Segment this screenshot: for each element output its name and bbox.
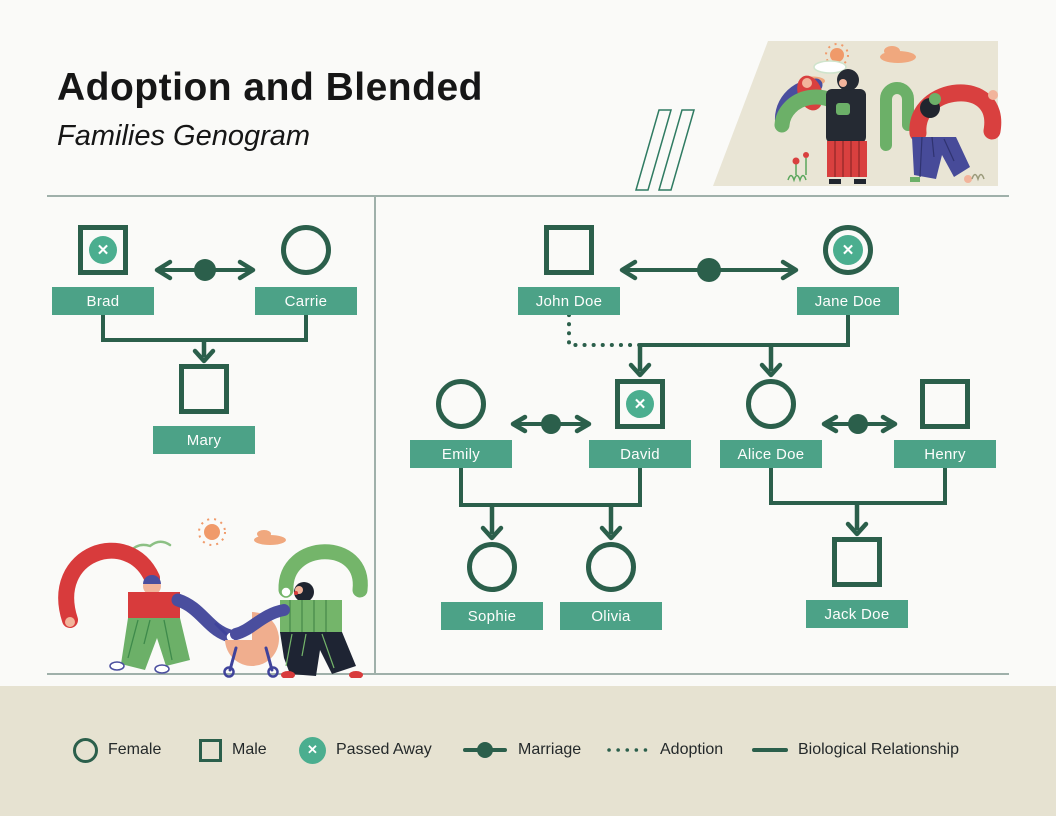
illustration-family-stroller: [58, 518, 368, 678]
legend-item-female: Female: [73, 735, 161, 765]
male-icon: [199, 738, 222, 762]
legend-item-passed-away: ✕ Passed Away: [299, 735, 432, 765]
legend-item-adoption: Adoption: [606, 735, 723, 765]
marriage-icon: [463, 742, 507, 758]
mary-name-label: Mary: [153, 426, 255, 454]
legend-item-biological: Biological Relationship: [752, 735, 959, 765]
david-name-label: David: [589, 440, 691, 468]
slash-decoration: [635, 109, 695, 191]
adoption-icon: [607, 748, 649, 752]
marriage-connector-emily-david: [510, 414, 592, 434]
brad-name-label: Brad: [52, 287, 154, 315]
biological-relationship-icon: [752, 748, 788, 752]
olivia-name-label: Olivia: [560, 602, 662, 630]
legend-label: Biological Relationship: [798, 741, 959, 758]
passed-away-icon: ✕: [626, 390, 654, 418]
alice-female-symbol: [746, 379, 796, 429]
alice-name-label: Alice Doe: [720, 440, 822, 468]
legend-band: [0, 686, 1056, 816]
sun-icon: [198, 518, 226, 546]
david-male-symbol: ✕: [615, 379, 665, 429]
adoption-connector-john-david: [567, 313, 710, 347]
legend-label: Marriage: [518, 741, 582, 758]
legend-label: Passed Away: [336, 741, 432, 758]
biological-connector-brad-carrie-mary: [101, 315, 308, 364]
legend-item-marriage: Marriage: [462, 735, 581, 765]
biological-connector-emily-david-children: [459, 468, 642, 541]
biological-connector-jane-children: [628, 315, 850, 378]
panel-divider-line: [374, 195, 376, 675]
carrie-female-symbol: [281, 225, 331, 275]
cloud-icon: [128, 530, 286, 554]
jack-name-label: Jack Doe: [806, 600, 908, 628]
henry-male-symbol: [920, 379, 970, 429]
john-name-label: John Doe: [518, 287, 620, 315]
john-male-symbol: [544, 225, 594, 275]
stroller-icon: [214, 612, 279, 678]
mary-symbol: [179, 364, 229, 414]
illustration-family-top-right: [713, 41, 1002, 186]
legend-label: Adoption: [660, 741, 724, 758]
brad-male-symbol: ✕: [78, 225, 128, 275]
jane-name-label: Jane Doe: [797, 287, 899, 315]
passed-away-icon: ✕: [89, 236, 117, 264]
marriage-connector-brad-carrie: [154, 259, 256, 281]
emily-female-symbol: [436, 379, 486, 429]
legend-label: Female: [108, 741, 162, 758]
legend-item-male: Male: [199, 735, 267, 765]
jane-female-symbol: ✕: [823, 225, 873, 275]
henry-name-label: Henry: [894, 440, 996, 468]
top-divider-line: [47, 195, 1009, 197]
olivia-female-symbol: [586, 542, 636, 592]
marriage-connector-alice-henry: [821, 414, 898, 434]
jack-male-symbol: [832, 537, 882, 587]
sophie-name-label: Sophie: [441, 602, 543, 630]
carrie-name-label: Carrie: [255, 287, 357, 315]
marriage-connector-john-jane: [619, 258, 799, 282]
page-title: Adoption and Blended: [57, 66, 483, 109]
sophie-female-symbol: [467, 542, 517, 592]
female-icon: [73, 737, 98, 763]
passed-away-icon: ✕: [833, 235, 863, 265]
bottom-divider-line: [47, 673, 1009, 675]
emily-name-label: Emily: [410, 440, 512, 468]
legend-label: Male: [232, 741, 267, 758]
passed-away-icon: ✕: [299, 736, 326, 764]
biological-connector-alice-henry-jack: [769, 468, 947, 537]
page-subtitle: Families Genogram: [57, 120, 311, 152]
sun-icon: [825, 43, 849, 67]
